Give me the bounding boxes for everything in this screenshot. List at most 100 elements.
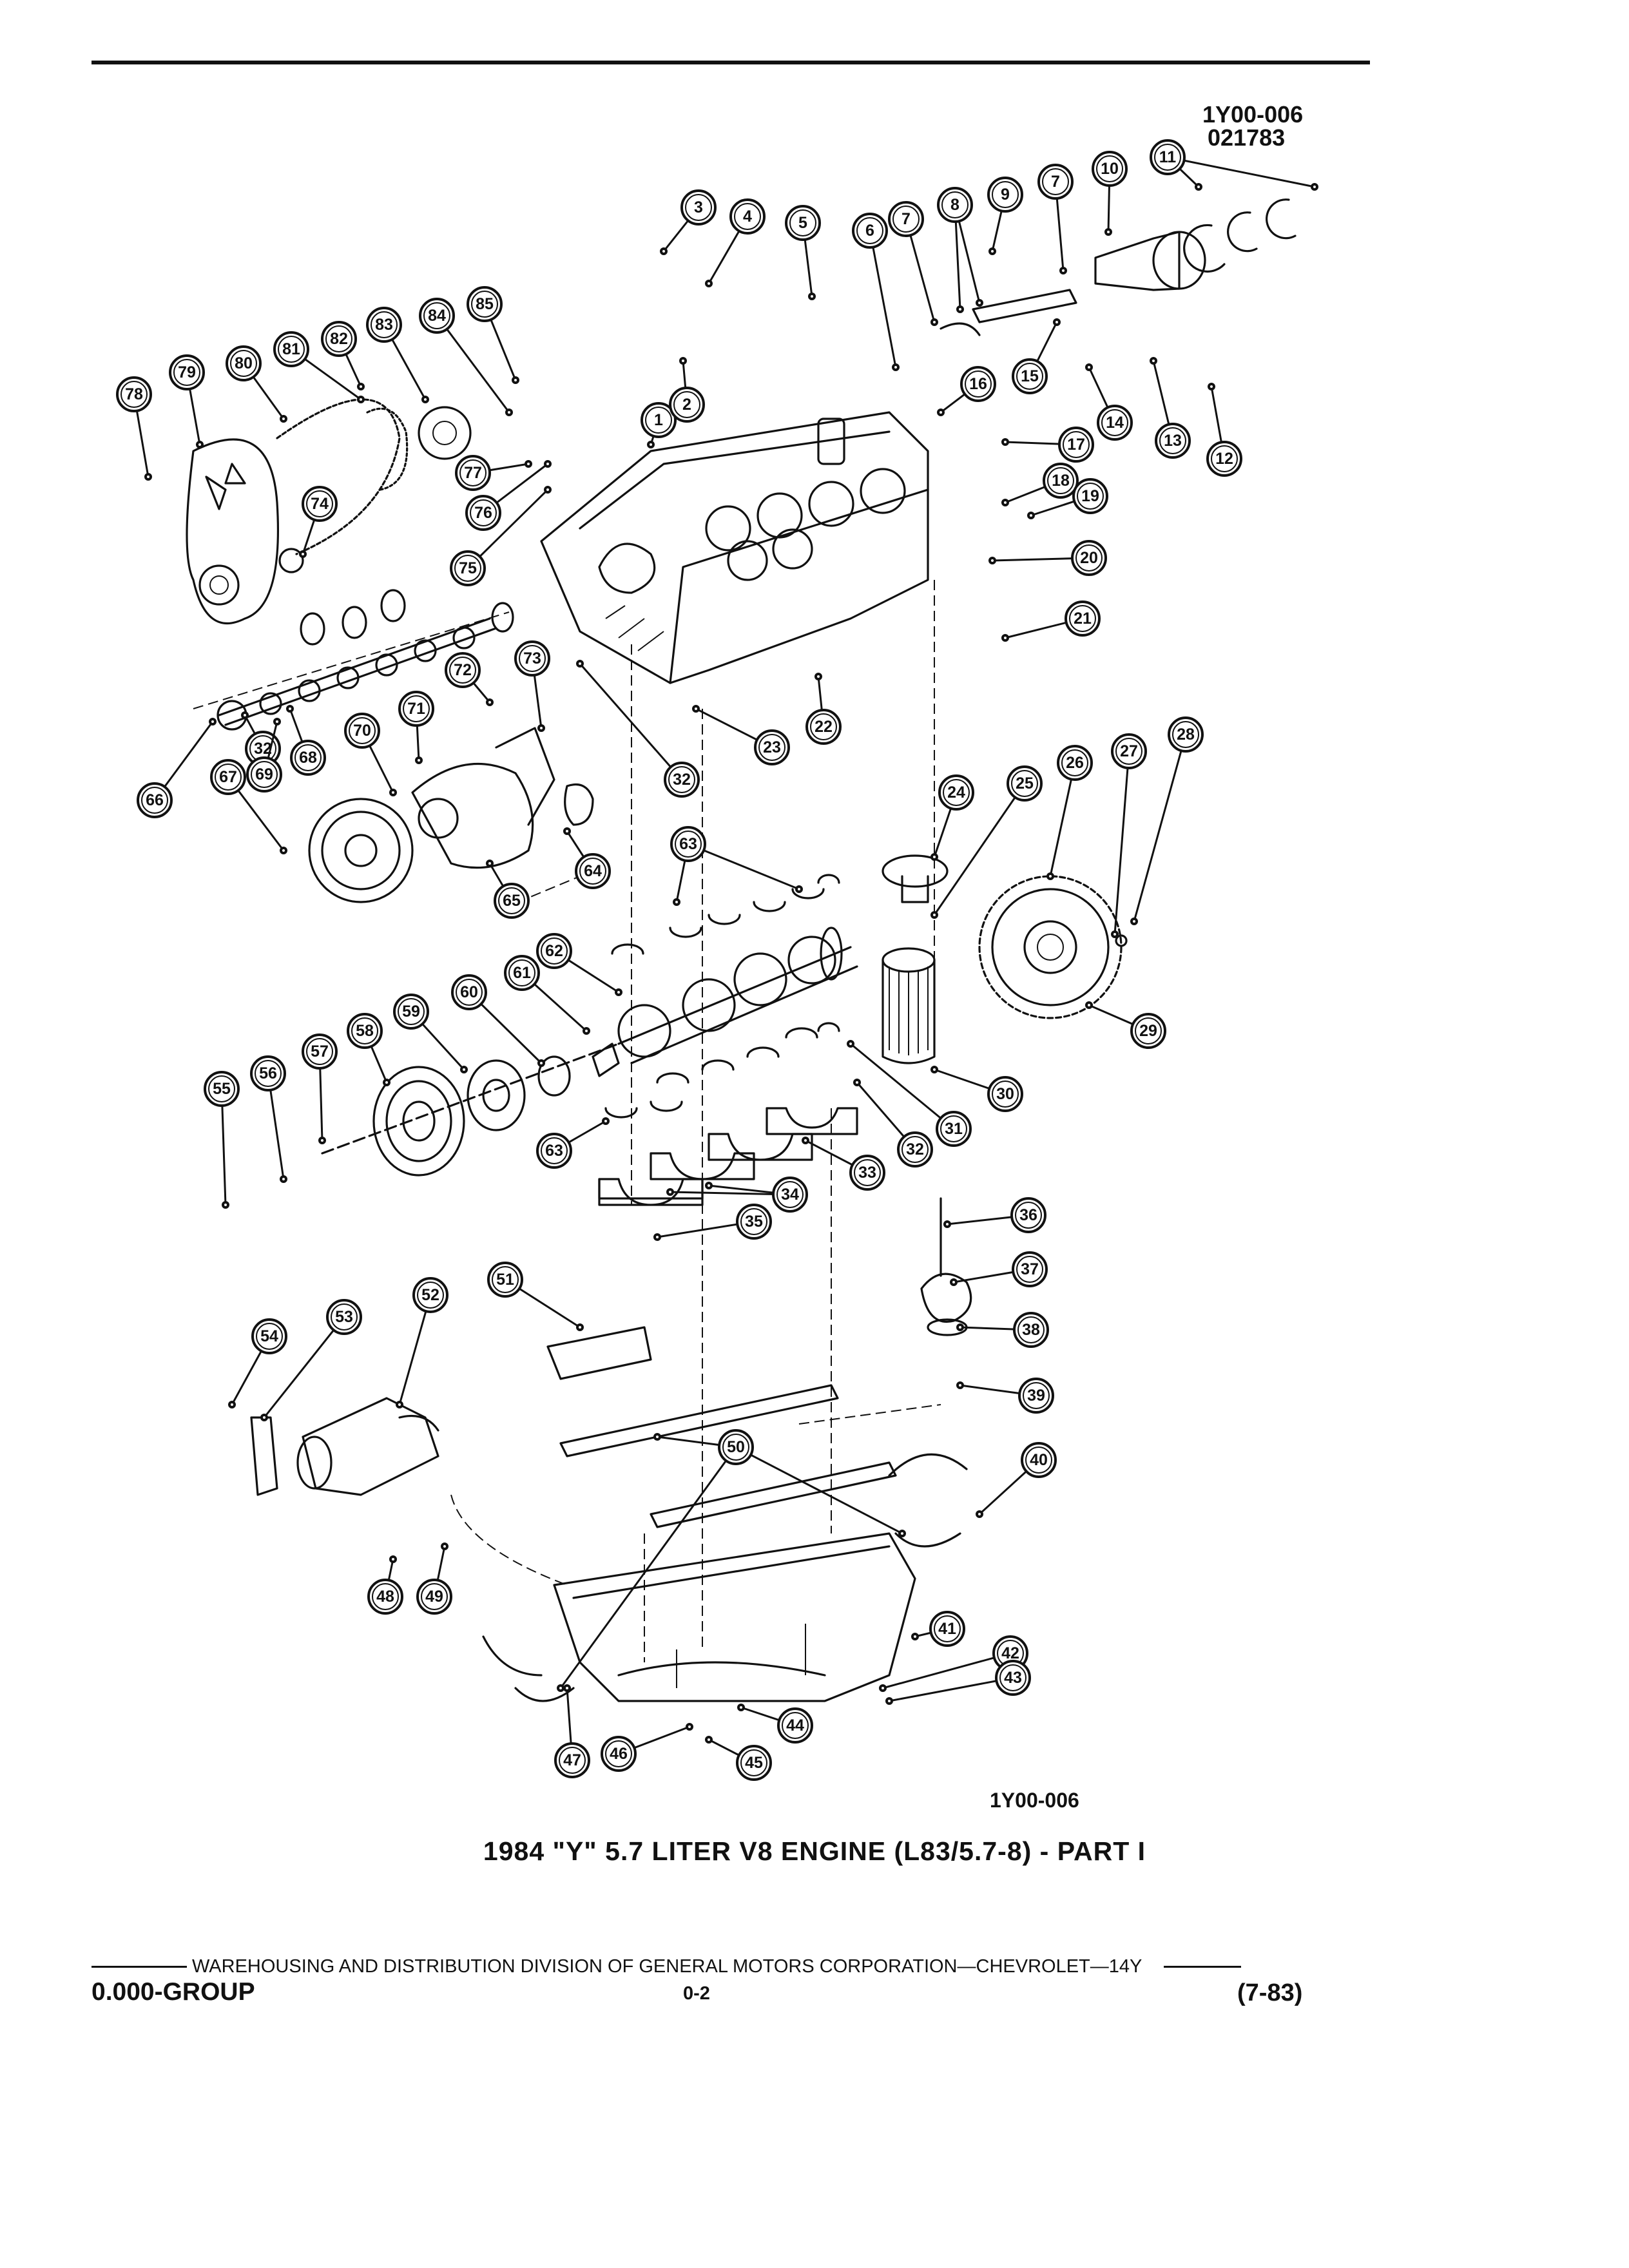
callout-inner-ring xyxy=(940,1115,967,1142)
callout-arrowhead xyxy=(815,673,822,680)
callout-number: 26 xyxy=(1066,754,1084,772)
callout-inner-ring xyxy=(255,1060,282,1087)
callout-inner-ring xyxy=(459,459,487,486)
callout-arrowhead xyxy=(383,1079,390,1086)
callout-76: 76 xyxy=(465,460,552,531)
callout-29: 29 xyxy=(1085,1001,1166,1049)
callout-number: 76 xyxy=(474,504,492,522)
callout-inner-ring xyxy=(740,1749,767,1776)
callout-inner-ring xyxy=(508,959,535,986)
callout-arrowhead xyxy=(602,1117,610,1125)
callout-arrowhead xyxy=(956,305,964,313)
callout-arrowhead xyxy=(563,827,571,835)
engine-block xyxy=(540,411,929,684)
callout-15: 15 xyxy=(1012,318,1061,394)
callout-74: 74 xyxy=(299,486,338,558)
callout-number: 1 xyxy=(654,411,663,429)
callout-52: 52 xyxy=(396,1277,448,1408)
callout-number: 5 xyxy=(798,214,807,232)
callout-arrowhead xyxy=(389,1555,397,1563)
callout-arrowhead xyxy=(847,1040,854,1048)
callout-inner-ring xyxy=(1154,144,1181,171)
callout-inner-ring xyxy=(1069,605,1096,632)
callout-inner-ring xyxy=(1016,1256,1043,1283)
callout-arrowhead xyxy=(537,1059,545,1067)
callout-inner-ring xyxy=(541,1137,568,1164)
callout-inner-ring xyxy=(1101,409,1128,436)
callout-arrowhead xyxy=(892,363,900,371)
callout-number: 42 xyxy=(1001,1644,1019,1662)
callout-number: 44 xyxy=(786,1716,804,1735)
callout-5: 5 xyxy=(785,205,821,300)
callout-inner-ring xyxy=(1135,1017,1162,1044)
oil-pan xyxy=(553,1532,916,1702)
callout-arrowhead xyxy=(544,486,552,494)
callout-leader xyxy=(735,1446,903,1535)
footer-rule-right xyxy=(1164,1966,1242,1968)
callout-number: 72 xyxy=(454,661,472,679)
callout-arrowhead xyxy=(1027,512,1035,519)
callout-number: 67 xyxy=(219,768,237,786)
callout-number: 68 xyxy=(299,749,317,767)
callout-inner-ring xyxy=(403,695,430,722)
callout-arrowhead xyxy=(260,1414,268,1421)
callout-arrowhead xyxy=(389,789,397,796)
callout-arrowhead xyxy=(1085,1001,1093,1009)
diagram-ref-code: 1Y00-006 xyxy=(1202,101,1304,128)
callout-number: 31 xyxy=(945,1120,963,1138)
callout-number: 75 xyxy=(459,559,477,577)
callout-inner-ring xyxy=(685,194,712,221)
crankshaft xyxy=(592,927,858,1077)
callout-number: 4 xyxy=(743,207,752,226)
callout-number: 64 xyxy=(584,862,602,880)
callout-73: 73 xyxy=(514,640,550,732)
callout-16: 16 xyxy=(937,366,996,416)
callout-inner-ring xyxy=(789,209,816,236)
callout-leader xyxy=(850,1043,954,1130)
callout-arrowhead xyxy=(653,1433,661,1441)
callout-inner-ring xyxy=(559,1747,586,1774)
callout-arrowhead xyxy=(1195,183,1202,191)
callout-17: 17 xyxy=(1001,427,1094,463)
callout-number: 33 xyxy=(858,1164,876,1182)
diagram-code: 1Y00-006 xyxy=(990,1789,1079,1812)
callout-arrowhead xyxy=(705,1182,713,1189)
callout-inner-ring xyxy=(141,787,168,814)
callout-arrowhead xyxy=(692,705,700,713)
callout-arrowhead xyxy=(976,1510,983,1518)
callout-arrowhead xyxy=(563,1684,571,1692)
callout-number: 77 xyxy=(464,464,482,482)
callout-6: 6 xyxy=(852,213,900,371)
callout-arrowhead xyxy=(196,441,204,448)
callout-arrowhead xyxy=(737,1704,745,1711)
callout-inner-ring xyxy=(215,764,242,791)
callout-arrowhead xyxy=(802,1137,809,1144)
callout-inner-ring xyxy=(901,1136,929,1163)
callout-inner-ring xyxy=(1015,1202,1042,1229)
callout-85: 85 xyxy=(467,286,519,384)
callout-arrowhead xyxy=(808,293,816,300)
callout-number: 82 xyxy=(330,330,348,348)
callout-arrowhead xyxy=(1059,267,1067,274)
callout-inner-ring xyxy=(892,206,920,233)
callout-leader xyxy=(467,488,549,570)
callout-number: 60 xyxy=(460,983,478,1001)
timing-chain xyxy=(276,398,472,555)
callout-57: 57 xyxy=(302,1033,338,1144)
callout-14: 14 xyxy=(1085,363,1133,441)
callout-13: 13 xyxy=(1150,357,1191,459)
callout-54: 54 xyxy=(228,1318,287,1408)
callout-arrowhead xyxy=(486,860,494,867)
callout-1: 1 xyxy=(641,402,677,448)
callout-leader xyxy=(579,663,683,780)
callout-number: 21 xyxy=(1074,610,1092,628)
callout-arrowhead xyxy=(576,660,584,668)
callout-number: 11 xyxy=(1159,148,1177,166)
callout-arrowhead xyxy=(209,718,217,726)
callout-arrowhead xyxy=(930,318,938,326)
callout-66: 66 xyxy=(137,718,217,818)
callout-60: 60 xyxy=(451,974,545,1067)
callout-leader xyxy=(436,315,510,413)
callout-arrowhead xyxy=(615,988,622,996)
callout-inner-ring xyxy=(810,713,837,740)
